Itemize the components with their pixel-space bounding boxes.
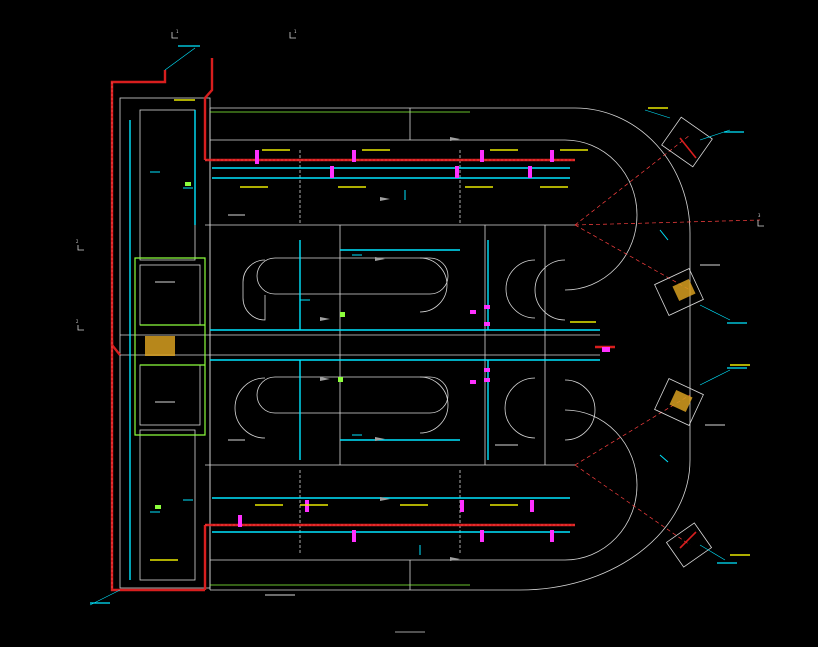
pump-stations (654, 116, 713, 568)
cyan-pipes (129, 110, 600, 580)
green-callouts (155, 182, 345, 509)
section-mark-top-right: 1 (294, 29, 297, 34)
pump-red-marks (679, 137, 697, 549)
annotation-ticks-cyan (90, 45, 747, 604)
section-mark-right: 3 (758, 213, 761, 218)
green-lines (134, 111, 470, 586)
section-mark-left-a: 2 (76, 239, 79, 244)
arrow-icon (320, 137, 460, 561)
red-pipe-stripes (111, 82, 575, 590)
cyan-fittings (150, 171, 669, 555)
section-marker-icon (77, 32, 764, 331)
section-mark-top-left: 1 (176, 29, 179, 34)
annotation-ticks-white (155, 214, 725, 596)
annotation-ticks (150, 99, 750, 561)
dashed-radials (574, 134, 761, 546)
valve-icon (238, 150, 610, 542)
tank-outline (119, 97, 691, 591)
section-mark-left-b: 2 (76, 319, 79, 324)
grid-hatch-icon (145, 278, 696, 413)
